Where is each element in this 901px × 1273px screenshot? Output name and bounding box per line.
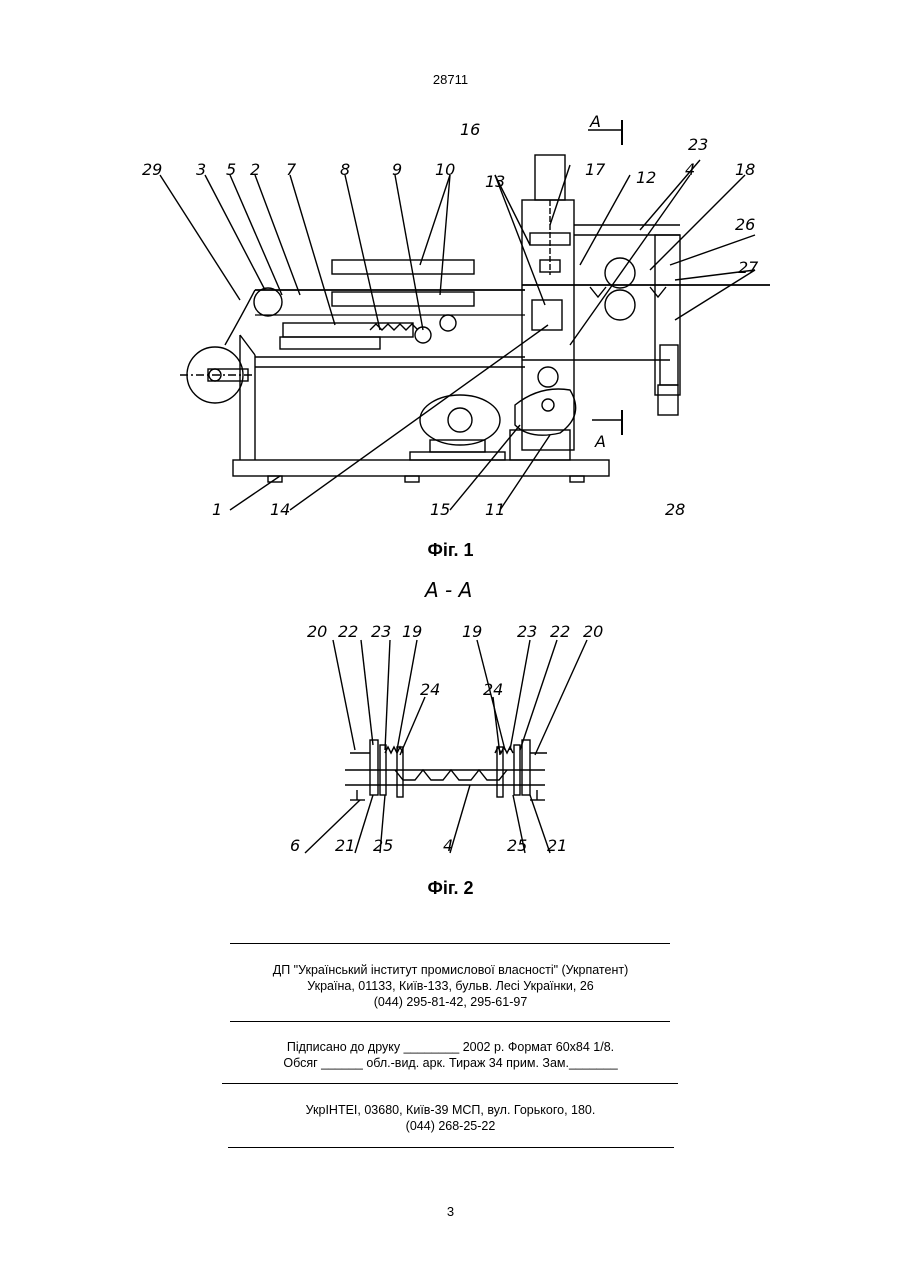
fig2-label: 20 (307, 622, 327, 641)
fig1-label: 23 (688, 135, 708, 154)
fig2-label: 25 (373, 836, 393, 855)
fig2-label: 19 (462, 622, 482, 641)
fig2-label: 23 (371, 622, 391, 641)
fig2-label: 24 (420, 680, 440, 699)
fig2-label: 20 (583, 622, 603, 641)
patent-number: 28711 (0, 72, 901, 87)
fig1-label: 27 (738, 258, 759, 277)
fig2-label: 24 (483, 680, 503, 699)
figure-2-drawing: 20 22 23 19 19 23 22 20 24 24 6 21 25 4 … (285, 615, 615, 865)
fig2-label: 19 (402, 622, 422, 641)
printer-line: (044) 268-25-22 (0, 1118, 901, 1134)
fig2-label: 25 (507, 836, 527, 855)
section-title: A - A (425, 578, 472, 602)
printer-line: УкрІНТЕІ, 03680, Київ-39 МСП, вул. Горьк… (0, 1102, 901, 1118)
fig2-label: 23 (517, 622, 537, 641)
fig1-label: 9 (392, 160, 402, 179)
print-line: Обсяг ______ обл.-вид. арк. Тираж 34 при… (0, 1055, 901, 1071)
fig1-label: 15 (430, 500, 450, 519)
fig2-label: 22 (550, 622, 570, 641)
fig1-label: 13 (485, 172, 505, 191)
fig1-label: 2 (250, 160, 260, 179)
fig1-label: 1 (212, 500, 222, 519)
fig1-label: 3 (196, 160, 206, 179)
figure-1-caption: Фіг. 1 (0, 540, 901, 561)
print-details-block: Підписано до друку ________ 2002 р. Форм… (0, 1039, 901, 1071)
fig2-label: 22 (338, 622, 358, 641)
publisher-line: Україна, 01133, Київ-133, бульв. Лесі Ук… (0, 978, 901, 994)
figure-2-caption: Фіг. 2 (0, 878, 901, 899)
fig1-label: 28 (665, 500, 685, 519)
fig2-label: 21 (335, 836, 355, 855)
fig1-label: 18 (735, 160, 755, 179)
fig1-label: 29 (142, 160, 162, 179)
publisher-line: (044) 295-81-42, 295-61-97 (0, 994, 901, 1010)
fig2-label: 4 (443, 836, 453, 855)
fig1-label: 17 (585, 160, 606, 179)
fig1-label: 4 (685, 160, 695, 179)
divider (228, 1147, 674, 1148)
fig1-label: 5 (226, 160, 236, 179)
fig1-label: 16 (460, 120, 480, 139)
divider (222, 1083, 678, 1084)
fig2-label: 6 (290, 836, 300, 855)
figure-1-drawing: 29 3 5 2 7 8 9 10 13 16 17 12 23 4 18 26… (130, 105, 770, 525)
section-mark: A (589, 112, 601, 131)
publisher-block: ДП "Український інститут промислової вла… (0, 962, 901, 1010)
fig1-label: 12 (636, 168, 656, 187)
page-number: 3 (0, 1204, 901, 1219)
divider (230, 1021, 670, 1022)
publisher-line: ДП "Український інститут промислової вла… (0, 962, 901, 978)
fig2-label: 21 (547, 836, 567, 855)
printer-block: УкрІНТЕІ, 03680, Київ-39 МСП, вул. Горьк… (0, 1102, 901, 1134)
section-mark: A (594, 432, 606, 451)
fig1-label: 7 (286, 160, 297, 179)
divider (230, 943, 670, 944)
fig1-label: 10 (435, 160, 455, 179)
fig1-label: 14 (270, 500, 290, 519)
fig1-label: 26 (735, 215, 755, 234)
print-line: Підписано до друку ________ 2002 р. Форм… (0, 1039, 901, 1055)
fig1-label: 11 (485, 500, 505, 519)
fig1-label: 8 (340, 160, 350, 179)
